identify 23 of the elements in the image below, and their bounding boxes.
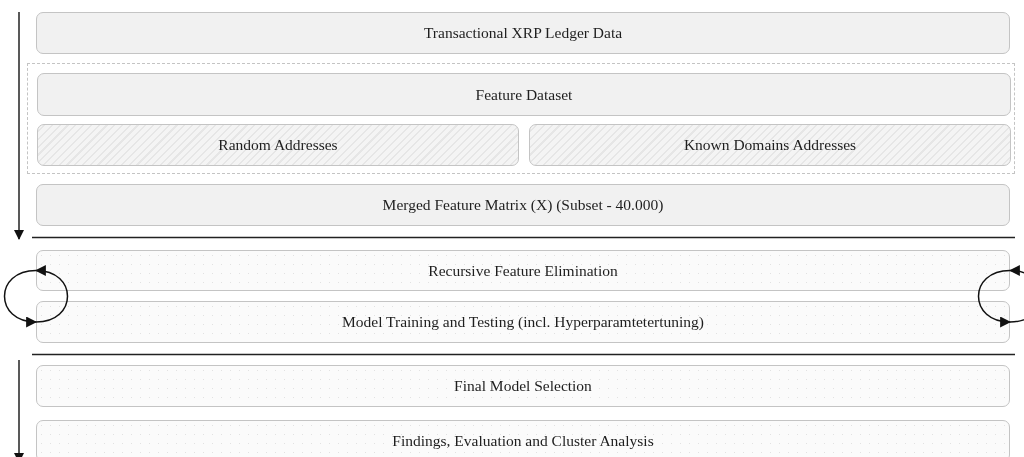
box-label: Final Model Selection [454,377,592,395]
hatched-box [529,124,1011,166]
process-box [37,73,1011,116]
dotted-box [36,420,1010,457]
box-label: Merged Feature Matrix (X) (Subset - 40.000) [382,196,664,214]
cycle-arrow [3,269,38,327]
box-label: Findings, Evaluation and Cluster Analysis [392,432,654,450]
box-label: Random Addresses [218,136,338,154]
dotted-box [36,365,1010,407]
box-label: Model Training and Testing (incl. Hyperparamtetertuning) [342,313,704,331]
dotted-box [36,250,1010,291]
cycle-arrow [1008,266,1024,323]
dashed-group-frame [27,63,1015,174]
box-label: Transactional XRP Ledger Data [423,24,623,42]
box-label: Feature Dataset [475,85,573,104]
cycle-arrow [34,266,69,323]
box-label: Recursive Feature Elimination [428,261,618,280]
process-box [36,184,1010,226]
box-label: Known Domains Addresses [683,136,857,154]
cycle-arrow [977,269,1012,327]
process-box [36,12,1010,54]
hatched-box [37,124,519,166]
dotted-box [36,301,1010,343]
